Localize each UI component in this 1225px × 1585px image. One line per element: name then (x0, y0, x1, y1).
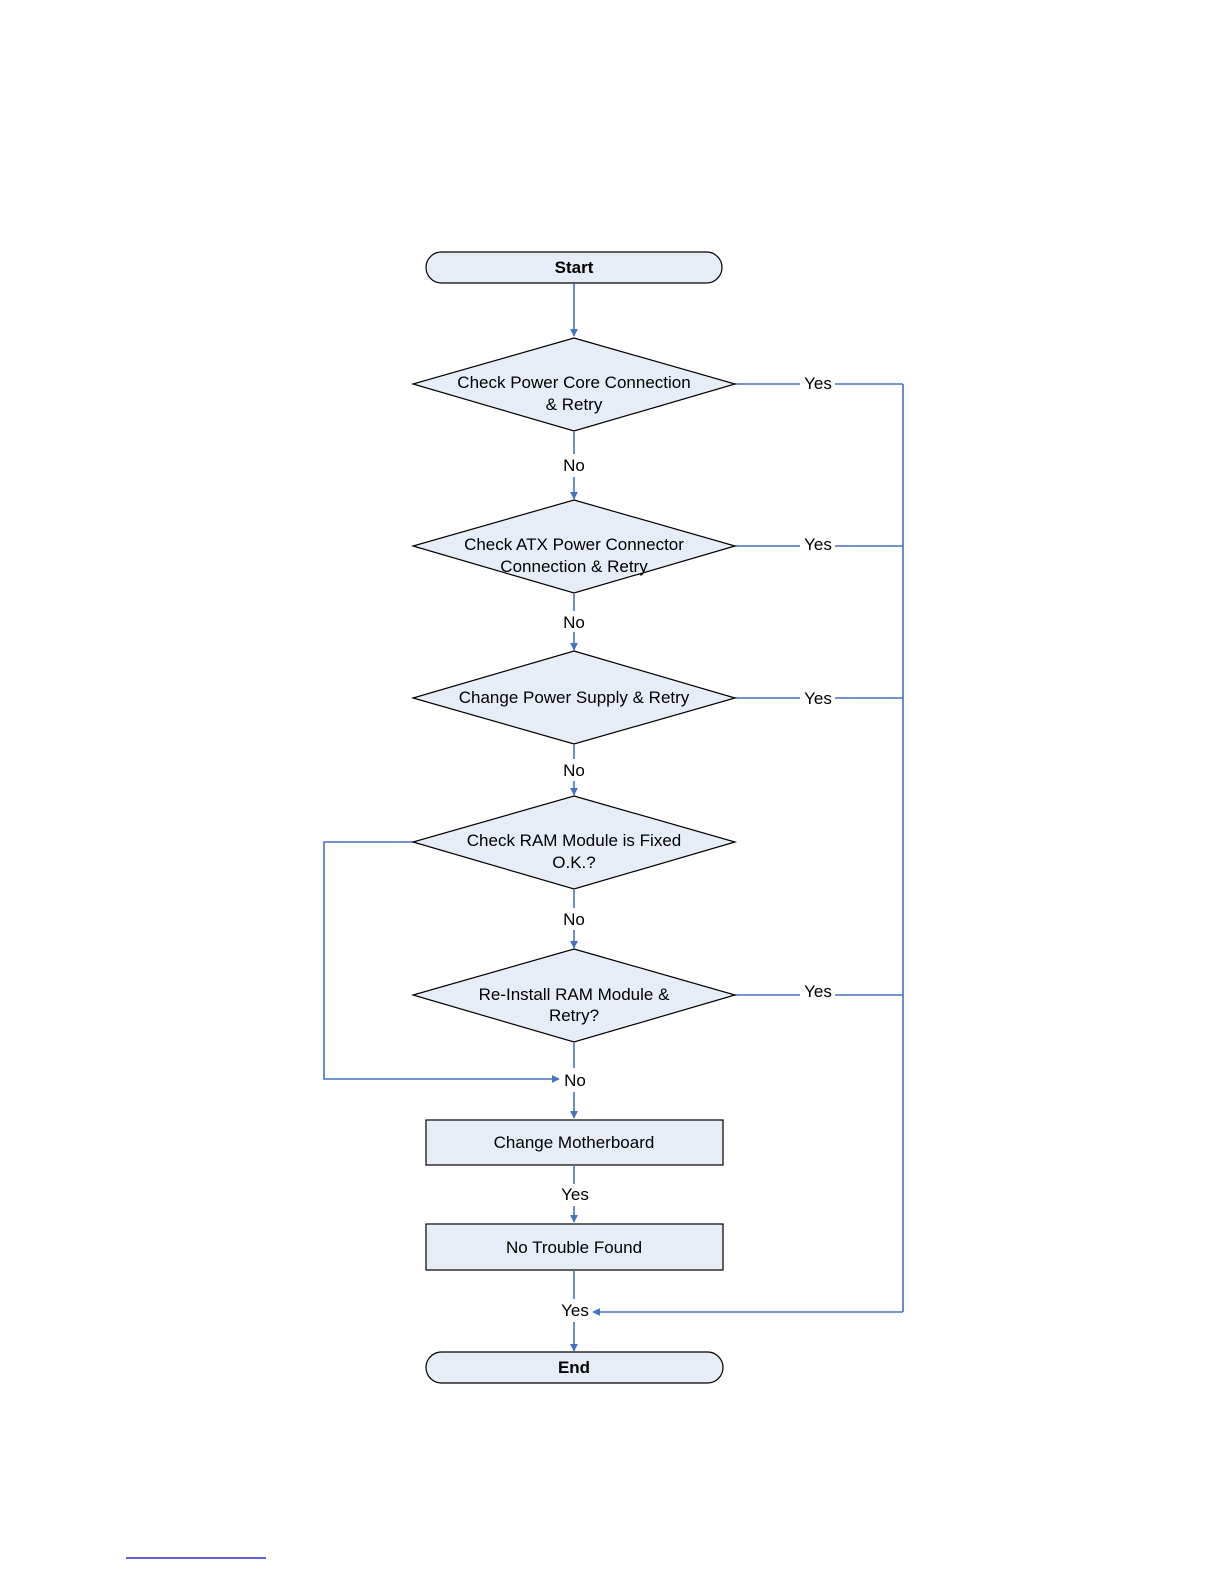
decision-label-line-1: Change Power Supply & Retry (459, 688, 690, 707)
decision-ram-fixed: Check RAM Module is Fixed O.K.? (413, 796, 735, 889)
start-terminator: Start (426, 252, 722, 283)
edge-label-d2-no: No (563, 613, 585, 632)
edge-label-d4-no: No (563, 910, 585, 929)
decision-label-line-1: Check RAM Module is Fixed (467, 831, 681, 850)
decision-label-line-2: & Retry (546, 395, 603, 414)
edge-label-p1-yes: Yes (561, 1185, 589, 1204)
decision-atx-connector: Check ATX Power Connector Connection & R… (413, 500, 735, 593)
edge-label-d2-yes: Yes (804, 535, 832, 554)
process-label: Change Motherboard (494, 1133, 655, 1152)
edge-label-d1-yes: Yes (804, 374, 832, 393)
process-no-trouble-found: No Trouble Found (426, 1224, 723, 1270)
edge-label-merge-no: No (564, 1071, 586, 1090)
decision-label-line-1: Check Power Core Connection (457, 373, 690, 392)
decision-label-line-2: Connection & Retry (500, 557, 648, 576)
decision-power-supply: Change Power Supply & Retry (413, 651, 735, 744)
process-label: No Trouble Found (506, 1238, 642, 1257)
decision-label-line-1: Re-Install RAM Module & (479, 985, 671, 1004)
start-label: Start (555, 258, 594, 277)
decision-label-line-2: Retry? (549, 1006, 599, 1025)
edge-label-d5-yes: Yes (804, 982, 832, 1001)
edge-label-d3-no: No (563, 761, 585, 780)
decision-power-core: Check Power Core Connection & Retry (413, 338, 735, 431)
end-label: End (558, 1358, 590, 1377)
decision-reinstall-ram: Re-Install RAM Module & Retry? (413, 949, 735, 1042)
end-terminator: End (426, 1352, 723, 1383)
edge-label-p2-yes: Yes (561, 1301, 589, 1320)
decision-label-line-2: O.K.? (552, 853, 595, 872)
decision-label-line-1: Check ATX Power Connector (464, 535, 684, 554)
edge-d4-left-bypass (324, 842, 559, 1079)
process-change-motherboard: Change Motherboard (426, 1120, 723, 1165)
edge-label-d1-no: No (563, 456, 585, 475)
edge-label-d3-yes: Yes (804, 689, 832, 708)
